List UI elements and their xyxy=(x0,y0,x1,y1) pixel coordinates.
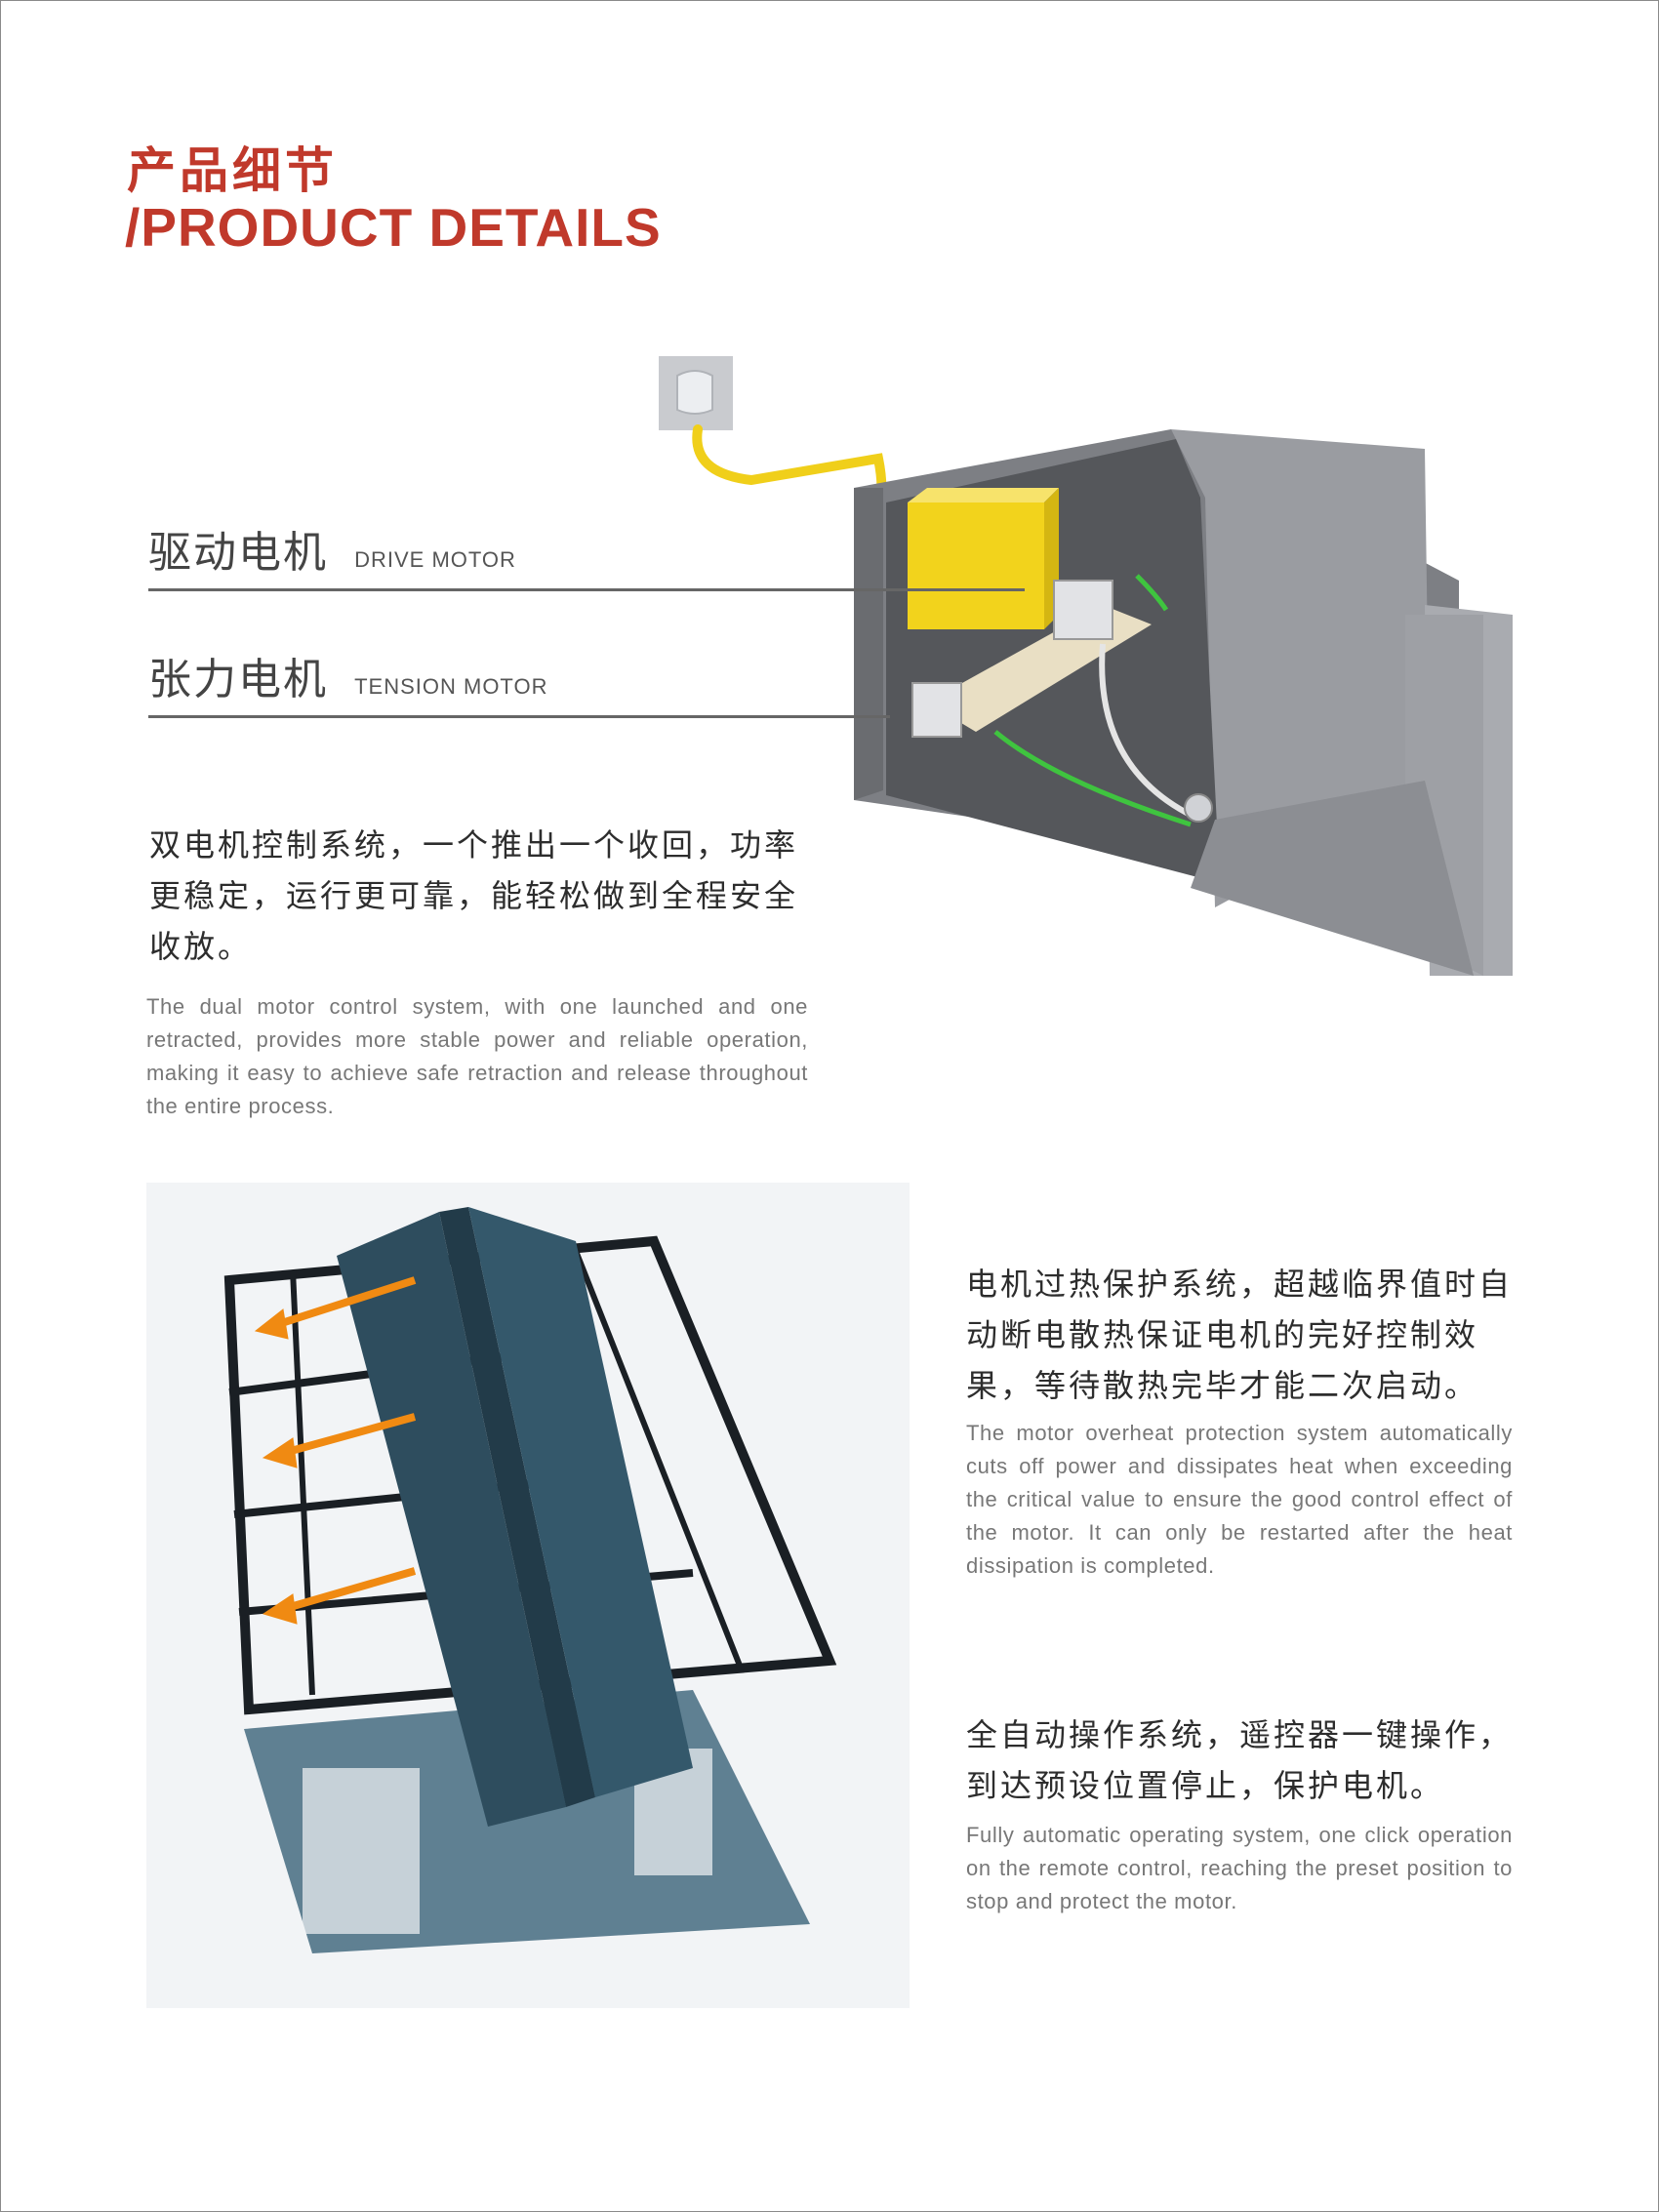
overheat-protection-description-en: The motor overheat protection system aut… xyxy=(966,1421,1513,1578)
overheat-protection-description-cn: 电机过热保护系统，超越临界值时自动断电散热保证电机的完好控制效果，等待散热完毕才… xyxy=(966,1266,1514,1404)
tension-motor-label-en: TENSION MOTOR xyxy=(354,674,548,699)
tension-motor-label: 张力电机 TENSION MOTOR xyxy=(148,644,547,706)
drive-motor-label-cn: 驱动电机 xyxy=(148,528,328,578)
auto-operation-description-cn: 全自动操作系统，遥控器一键操作，到达预设位置停止，保护电机。 xyxy=(966,1716,1514,1804)
tension-motor-leader-line xyxy=(148,715,890,718)
motor-housing-illustration xyxy=(659,356,1513,976)
page-title-en: /PRODUCT DETAILS xyxy=(125,197,662,258)
drive-motor-leader-line xyxy=(148,588,1025,591)
auto-operation-description-en: Fully automatic operating system, one cl… xyxy=(966,1823,1513,1913)
page-title-cn: 产品细节 xyxy=(127,142,338,199)
dual-motor-description-en: The dual motor control system, with one … xyxy=(146,994,808,1118)
canopy-illustration xyxy=(146,1183,910,2008)
drive-motor-label: 驱动电机 DRIVE MOTOR xyxy=(148,517,516,580)
dual-motor-description-cn: 双电机控制系统，一个推出一个收回，功率更稳定，运行更可靠，能轻松做到全程安全收放… xyxy=(149,826,799,965)
tension-motor-label-cn: 张力电机 xyxy=(148,655,328,704)
drive-motor-label-en: DRIVE MOTOR xyxy=(354,547,516,572)
